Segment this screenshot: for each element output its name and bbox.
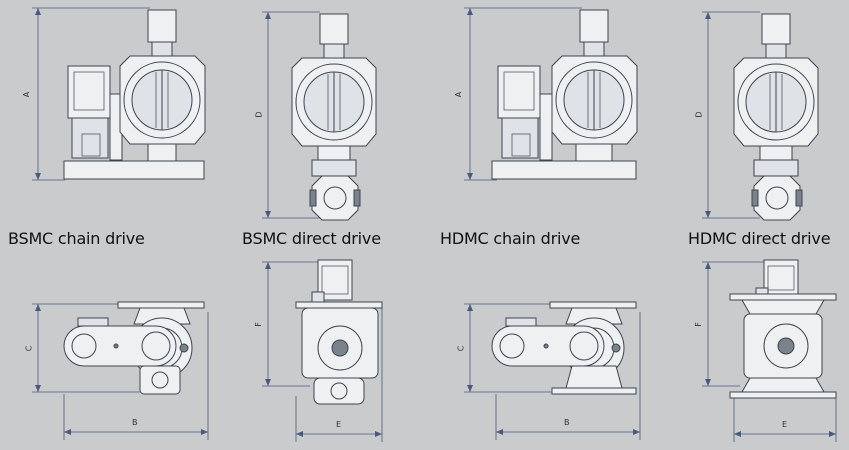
hdmc-chain-front-drawing: A [452,4,652,194]
dim-e-label: E [782,420,788,429]
dim-c-label: C [24,345,34,352]
hdmc-chain-side-drawing: C B [452,262,652,448]
caption-hdmc-direct-drive: HDMC direct drive [688,229,831,248]
dim-d-label: D [254,111,264,118]
dim-c-label: C [456,345,466,352]
hdmc-direct-side-drawing: F E [690,256,840,450]
caption-bsmc-direct-drive: BSMC direct drive [242,229,381,248]
hdmc-direct-front-drawing: D [690,4,840,224]
dim-e-label: E [336,420,342,429]
dim-b-label: B [132,418,138,427]
dim-d-label: D [694,111,704,118]
bsmc-chain-side-drawing: C B [20,262,220,448]
caption-bsmc-chain-drive: BSMC chain drive [8,229,145,248]
bsmc-direct-side-drawing: F E [250,256,400,450]
bsmc-direct-front-drawing: D [250,4,400,224]
dim-a-label: A [22,91,32,98]
dim-f-label: F [253,322,263,327]
dim-b-label: B [564,418,570,427]
dim-a-label: A [454,91,464,98]
dim-f-label: F [693,322,703,327]
caption-hdmc-chain-drive: HDMC chain drive [440,229,581,248]
bsmc-chain-front-drawing: A [20,4,220,194]
